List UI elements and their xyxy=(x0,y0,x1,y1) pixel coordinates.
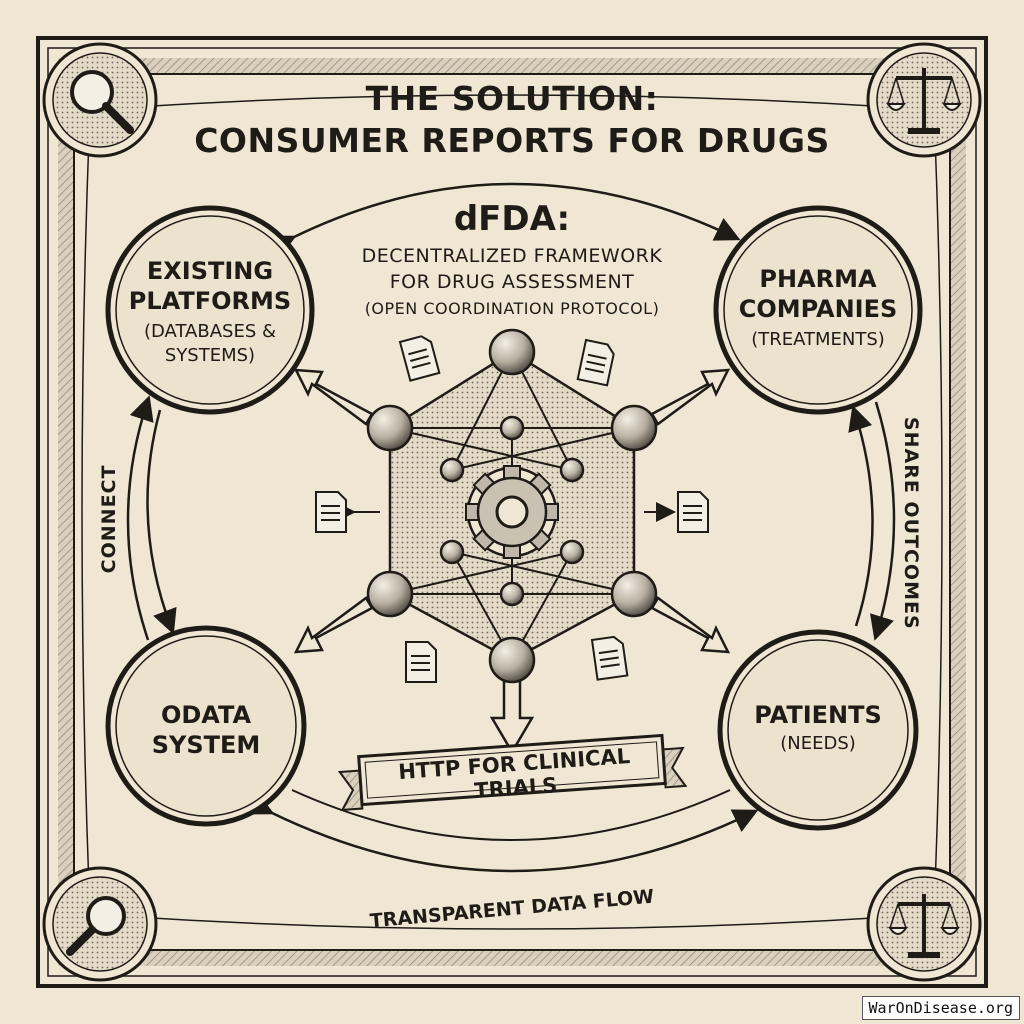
pharma-label: PHARMA xyxy=(759,265,877,293)
existing-platforms-label-2: PLATFORMS xyxy=(128,287,292,315)
dfda-line3: (OPEN COORDINATION PROTOCOL) xyxy=(364,299,660,318)
magnifier-icon xyxy=(42,866,158,982)
odata-system-circle xyxy=(105,625,307,827)
patients-circle xyxy=(717,629,919,831)
share-arrow xyxy=(869,401,896,641)
patients-label: PATIENTS xyxy=(754,701,882,729)
scales-icon xyxy=(866,866,982,982)
odata-label-2: SYSTEM xyxy=(151,731,261,759)
pharma-sub: (TREATMENTS) xyxy=(751,329,885,350)
patients-sub: (NEEDS) xyxy=(780,733,856,754)
flow-arrow xyxy=(291,789,731,841)
gear-icon xyxy=(465,465,559,559)
share-outcomes-label: SHARE OUTCOMES xyxy=(899,416,922,630)
watermark: WarOnDisease.org xyxy=(861,996,1020,1020)
existing-platforms-label: EXISTING xyxy=(146,257,274,285)
existing-platforms-circle xyxy=(105,205,315,415)
odata-label: ODATA xyxy=(160,701,252,729)
dfda-line2: FOR DRUG ASSESSMENT xyxy=(389,271,635,293)
existing-platforms-sub: (DATABASES & xyxy=(143,321,277,342)
dfda-line1: DECENTRALIZED FRAMEWORK xyxy=(361,245,663,267)
page-title-line2: CONSUMER REPORTS FOR DRUGS xyxy=(194,121,830,160)
connect-label: CONNECT xyxy=(98,464,121,574)
dfda-heading: dFDA: xyxy=(453,199,571,239)
connect-arrow xyxy=(126,395,154,641)
page-title-line1: THE SOLUTION: xyxy=(365,79,659,118)
pharma-label-2: COMPANIES xyxy=(738,295,898,323)
connect-arrow xyxy=(146,409,177,635)
share-arrow xyxy=(848,405,874,627)
top-curved-arrow xyxy=(268,182,741,259)
pharma-companies-circle xyxy=(713,205,923,415)
magnifier-icon xyxy=(42,42,158,158)
existing-platforms-sub-2: SYSTEMS) xyxy=(164,345,256,366)
scales-icon xyxy=(866,42,982,158)
document-icon xyxy=(315,335,709,683)
flow-arrow xyxy=(246,792,759,873)
ribbon-banner xyxy=(337,733,688,812)
